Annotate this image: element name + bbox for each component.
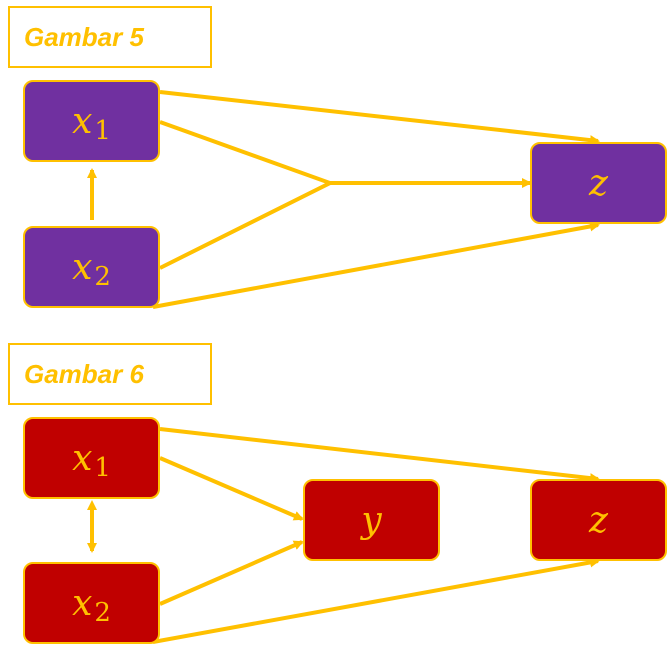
node-x1-sub: 1 <box>94 116 111 146</box>
node-z: z <box>530 142 667 224</box>
node-x2-var: x <box>72 246 93 288</box>
node-x2-2-var: x <box>72 582 93 624</box>
node-x1-2-var: x <box>72 437 93 479</box>
node-z-2: z <box>530 479 667 561</box>
arrow-x2-to-z-2 <box>152 557 600 644</box>
node-x1-var: x <box>72 100 93 142</box>
arrow-x1-to-z-2 <box>159 427 600 484</box>
arrow-x1-to-y <box>159 456 304 521</box>
node-x2-2-sub: 2 <box>94 598 111 628</box>
arrow-x2-to-z <box>152 221 600 309</box>
node-y: y <box>303 479 440 561</box>
node-x1-2-sub: 1 <box>94 453 111 483</box>
diagram1-title: Gambar 5 <box>8 6 212 68</box>
arrow-x1-to-z <box>159 90 600 146</box>
node-z-2-var: z <box>589 499 608 541</box>
diagram2-title: Gambar 6 <box>8 343 212 405</box>
node-z-var: z <box>589 162 608 204</box>
arrow-x2-to-y <box>159 540 304 606</box>
node-y-var: y <box>361 499 382 541</box>
joint-arrow-x1-x2-to-z <box>159 120 336 270</box>
node-x2-sub: 2 <box>94 262 111 292</box>
